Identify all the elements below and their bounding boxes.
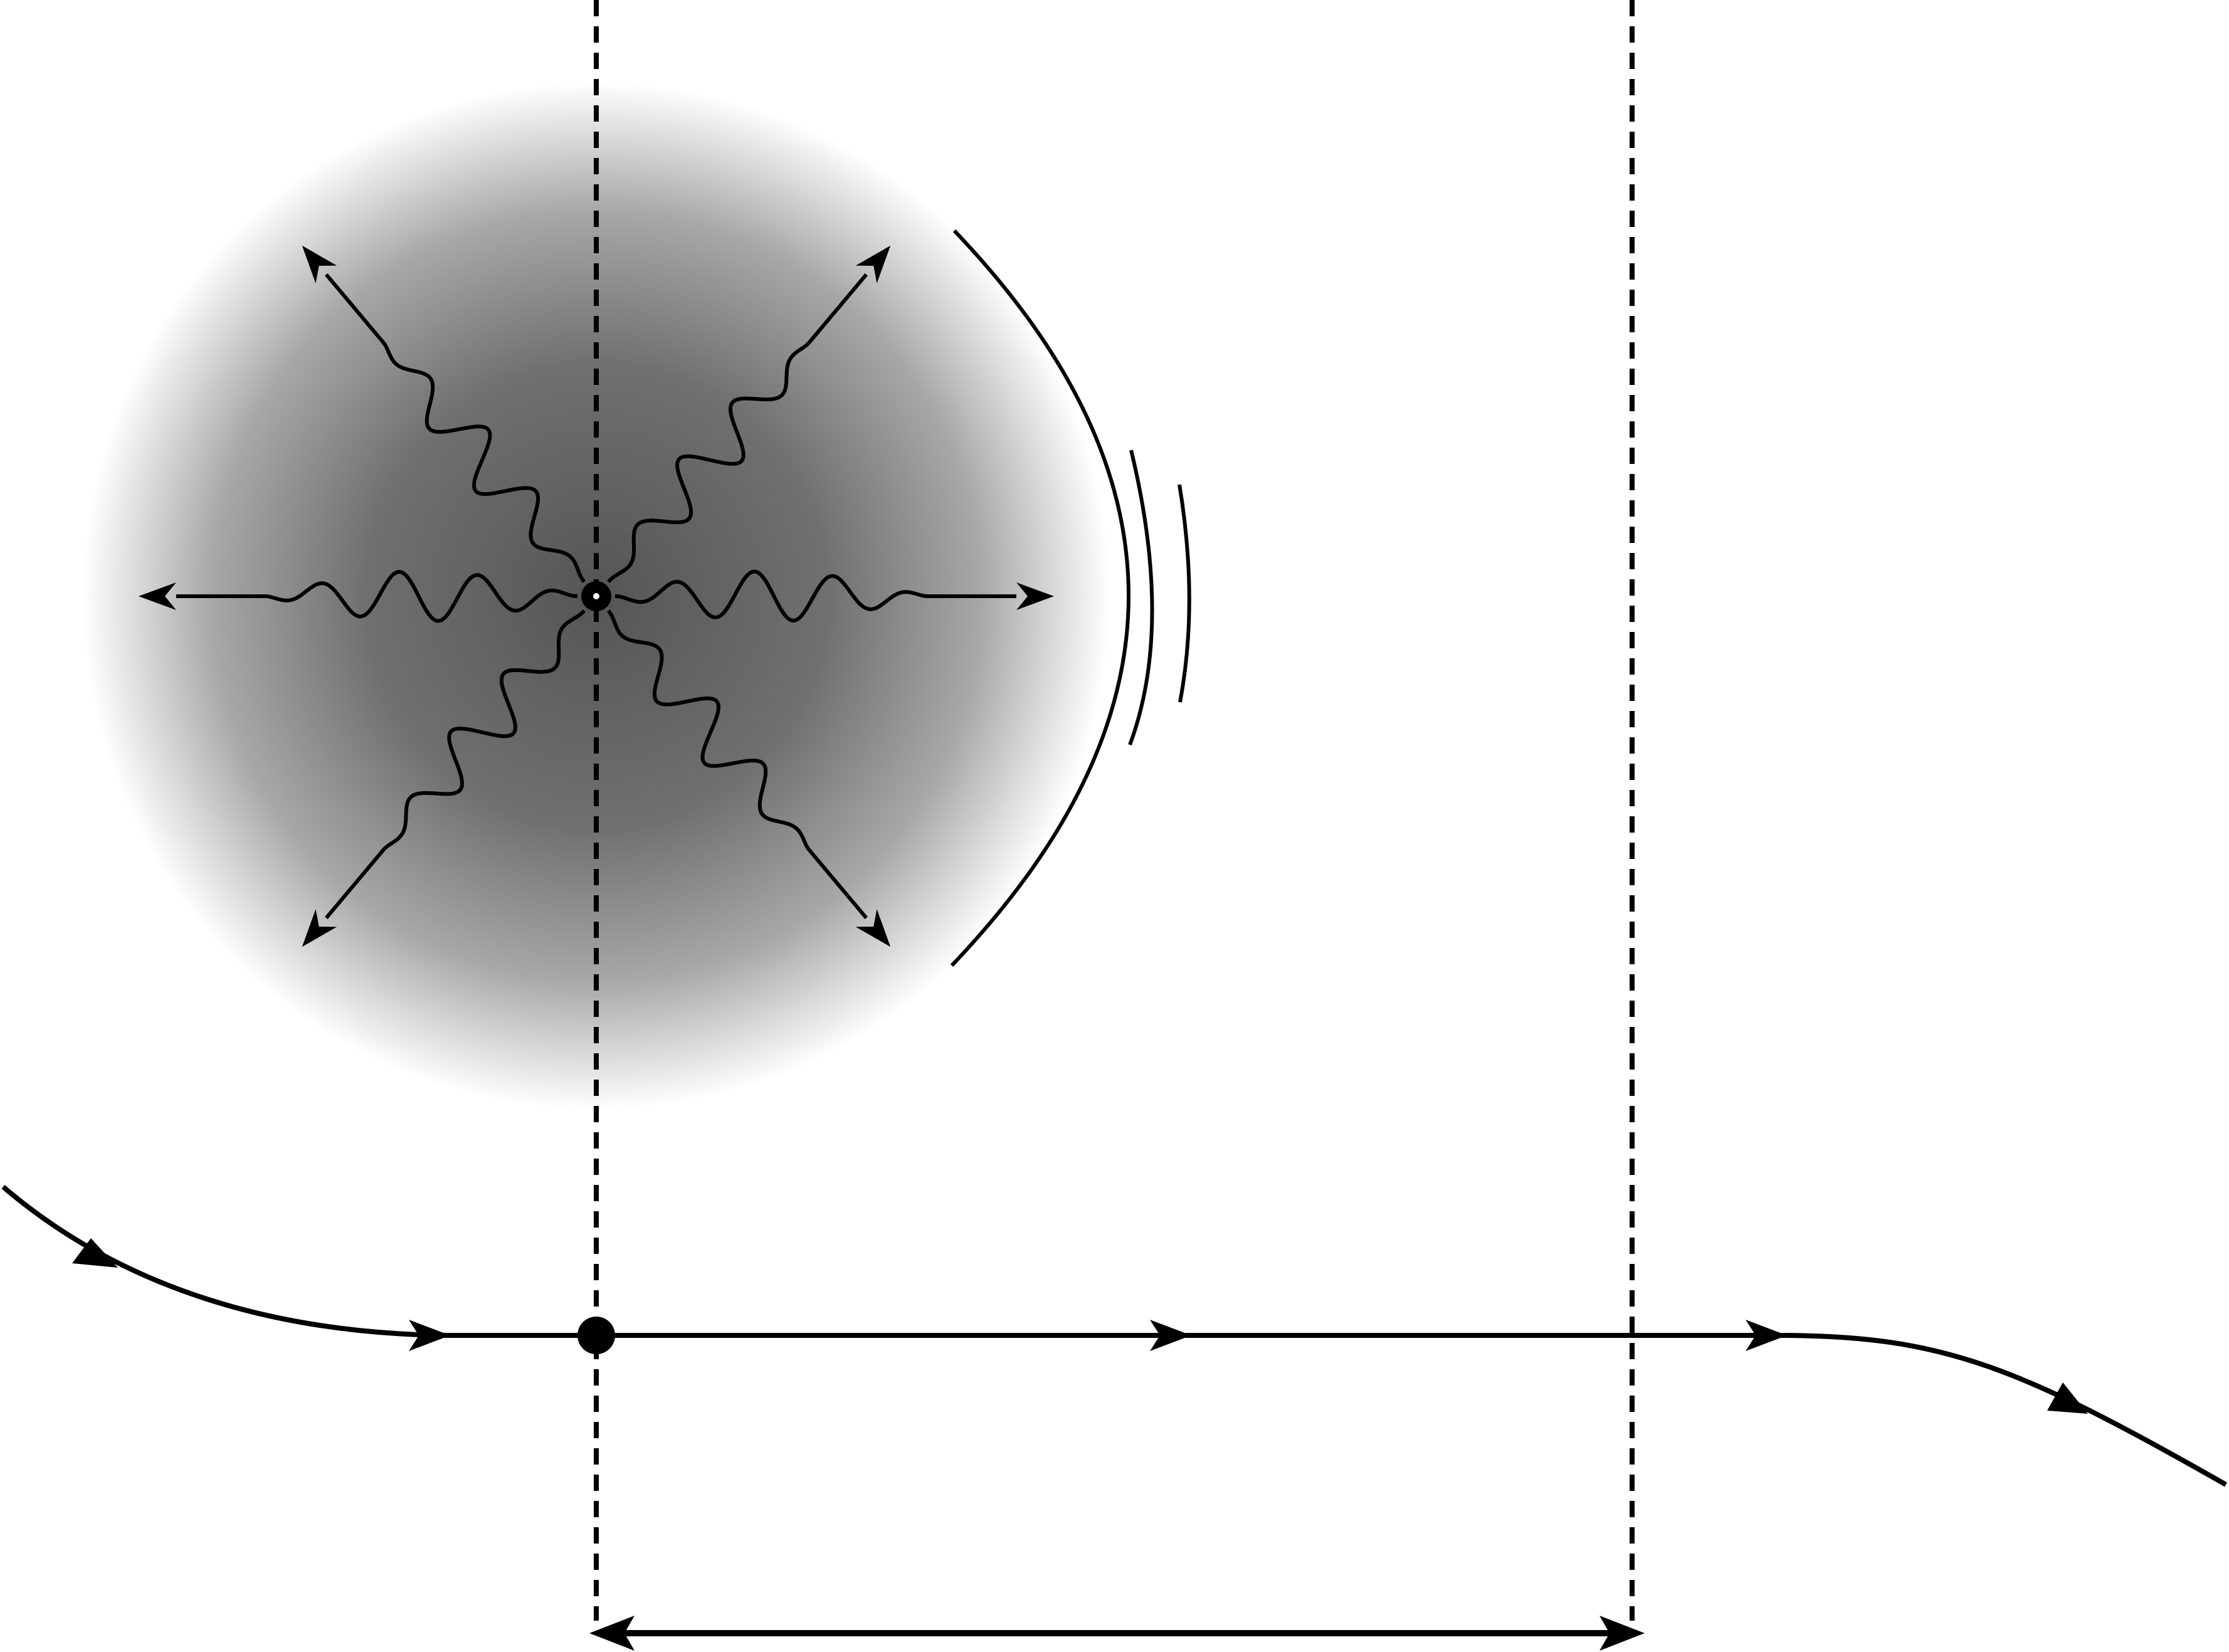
trajectory-arrow-3 [1150,1320,1191,1351]
emission-point-top-center [593,593,599,599]
photon-group [139,245,1054,947]
photon-south-west-arrowhead [302,909,337,947]
photon-west [176,570,578,623]
trajectory-arrow-5 [2047,1382,2088,1414]
trajectory-line [1,1184,2227,1487]
trajectory-arrow-2 [409,1320,450,1351]
wavefront-arc-inner [950,229,1130,967]
photon-north-east [607,273,868,584]
measurement-arrowhead-right [1599,1616,1645,1651]
photon-south-east-arrowhead [855,909,891,947]
wavefront-arcs [950,229,1191,967]
interaction-point [577,1317,615,1354]
measurement-arrowhead-left [589,1616,635,1651]
photon-east [614,569,1016,623]
trajectory-arrow-1 [72,1238,118,1268]
photon-west-arrowhead [139,582,176,610]
trajectory-arrow-4 [1746,1320,1787,1351]
photon-north-west [325,273,586,583]
photon-north-west-arrowhead [302,245,337,283]
wavefront-arc-outer [1178,484,1191,703]
measurement-arrow [589,1616,1645,1651]
photon-south-west [325,609,586,920]
photon-north-east-arrowhead [855,245,891,283]
wavefront-arc-middle [1128,450,1154,746]
photon-south-east [606,609,868,920]
photon-east-arrowhead [1016,582,1054,610]
trajectory-arrows [72,1238,2088,1414]
